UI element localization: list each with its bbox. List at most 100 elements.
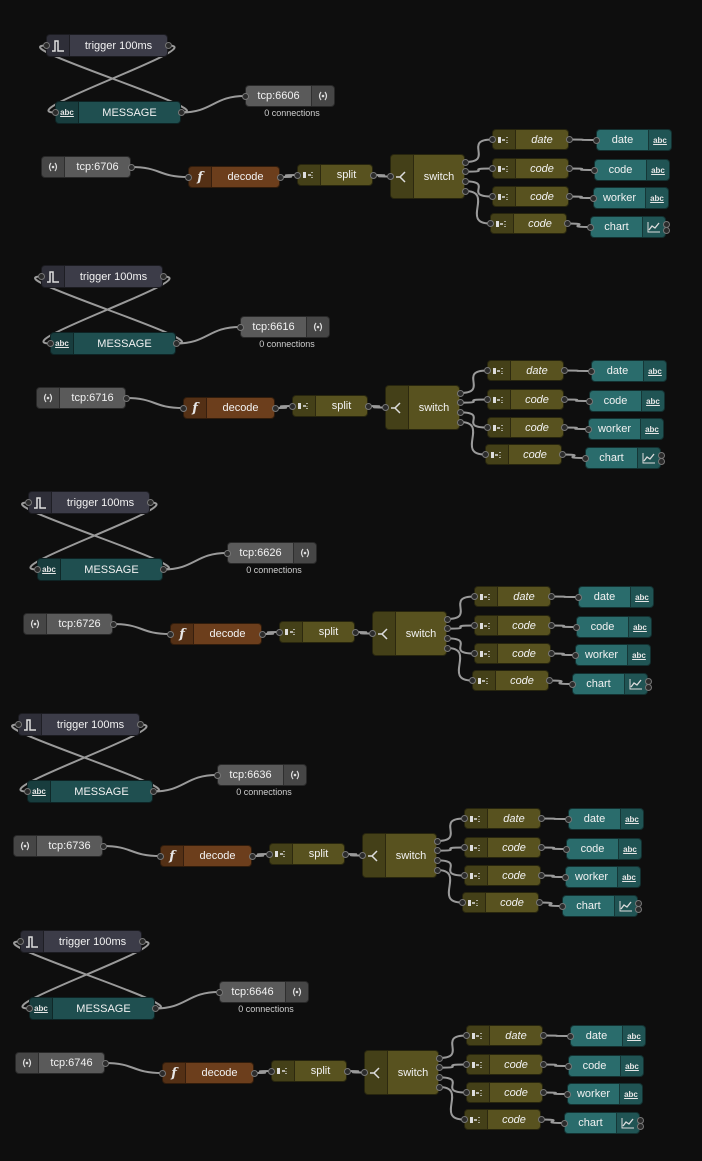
flow-group-2-trigger-node-output-port[interactable] bbox=[159, 273, 167, 280]
flow-group-5-wire-decode-split[interactable] bbox=[253, 1070, 272, 1074]
flow-group-1-change-node-4-input-port[interactable] bbox=[486, 220, 494, 227]
flow-group-5-wire-switch-change-1[interactable] bbox=[438, 1034, 467, 1059]
flow-group-3-tcp-input-node-output-port[interactable] bbox=[109, 620, 117, 628]
flow-group-5-change-node-1-input-port[interactable] bbox=[462, 1032, 470, 1039]
flow-group-5-wire-switch-change-2[interactable] bbox=[438, 1063, 467, 1069]
flow-group-4-change-node-4-input-port[interactable] bbox=[458, 899, 466, 906]
flow-group-3-switch-node-output-port[interactable] bbox=[443, 625, 451, 633]
flow-group-3-wire-decode-split[interactable] bbox=[261, 631, 280, 635]
flow-group-1-split-node[interactable]: split bbox=[297, 164, 373, 186]
flow-group-4-wire-input-decode[interactable] bbox=[102, 845, 161, 857]
flow-group-1-wire-switch-change-4[interactable] bbox=[464, 190, 491, 225]
flow-group-2-change-node-1-output-port[interactable] bbox=[560, 367, 568, 374]
flow-group-3-wire-switch-change-2[interactable] bbox=[446, 624, 475, 630]
flow-group-1-text-output-node-1-input-port[interactable] bbox=[592, 136, 600, 144]
flow-group-2-tcp-input-node[interactable]: tcp:6716 bbox=[36, 387, 126, 409]
flow-group-5-split-node[interactable]: split bbox=[271, 1060, 347, 1082]
flow-group-2-change-node-4-input-port[interactable] bbox=[481, 451, 489, 458]
flow-group-3-switch-node-output-port[interactable] bbox=[443, 644, 451, 652]
flow-group-2-change-node-3-output-port[interactable] bbox=[560, 424, 568, 431]
flow-group-4-change-node-2[interactable]: code bbox=[464, 837, 541, 858]
flow-group-2-split-node-input-port[interactable] bbox=[288, 402, 296, 410]
flow-group-1-wire-change-output-3[interactable] bbox=[568, 195, 594, 199]
flow-group-5-switch-node-output-port[interactable] bbox=[435, 1083, 443, 1091]
flow-group-4-trigger-node-output-port[interactable] bbox=[136, 721, 144, 728]
flow-group-1-split-node-output-port[interactable] bbox=[369, 171, 377, 179]
flow-group-5-wire-change-output-2[interactable] bbox=[542, 1063, 569, 1067]
flow-group-2-wire-change-output-2[interactable] bbox=[563, 398, 590, 402]
flow-group-4-tcp-server-node[interactable]: tcp:6636 bbox=[217, 764, 307, 786]
flow-group-3-wire-change-output-2[interactable] bbox=[550, 624, 577, 628]
flow-group-2-text-output-node-1-input-port[interactable] bbox=[587, 367, 595, 375]
flow-group-1-wire-change-output-2[interactable] bbox=[568, 167, 595, 171]
flow-group-3-message-node-output-port[interactable] bbox=[159, 566, 167, 573]
flow-group-2-change-node-4[interactable]: code bbox=[485, 444, 562, 465]
flow-group-5-text-output-node-1-input-port[interactable] bbox=[566, 1032, 574, 1040]
flow-group-1-switch-node-output-port[interactable] bbox=[461, 187, 469, 195]
flow-group-2-chart-output-node-4-output-port[interactable] bbox=[657, 457, 665, 465]
flow-group-3-chart-output-node-4-input-port[interactable] bbox=[568, 680, 576, 688]
flow-group-2-chart-output-node-4[interactable]: chart bbox=[585, 447, 661, 469]
flow-group-2-tcp-input-node-output-port[interactable] bbox=[122, 394, 130, 402]
flow-group-4-change-node-4-output-port[interactable] bbox=[535, 899, 543, 906]
flow-group-2-change-node-4-output-port[interactable] bbox=[558, 451, 566, 458]
flow-group-4-wire-switch-change-1[interactable] bbox=[436, 817, 465, 842]
flow-group-1-change-node-2-input-port[interactable] bbox=[488, 165, 496, 172]
flow-group-3-change-node-3-input-port[interactable] bbox=[470, 650, 478, 657]
flow-group-3-chart-output-node-4[interactable]: chart bbox=[572, 673, 648, 695]
flow-group-2-wire-switch-change-3[interactable] bbox=[459, 411, 488, 429]
flow-group-4-wire-message-tcp[interactable] bbox=[152, 774, 218, 793]
flow-group-1-switch-node-input-port[interactable] bbox=[386, 173, 394, 180]
flow-group-1-change-node-1[interactable]: date bbox=[492, 129, 569, 150]
flow-group-4-switch-node[interactable]: switch bbox=[362, 833, 437, 878]
flow-group-1-change-node-3-input-port[interactable] bbox=[488, 193, 496, 200]
flow-group-2-wire-input-decode[interactable] bbox=[125, 397, 184, 409]
flow-group-1-wire-message-tcp[interactable] bbox=[180, 95, 246, 114]
flow-group-4-change-node-1-output-port[interactable] bbox=[537, 815, 545, 822]
flow-group-1-decode-node-output-port[interactable] bbox=[276, 173, 284, 181]
flow-group-5-wire-input-decode[interactable] bbox=[104, 1062, 163, 1074]
flow-group-1-change-node-3-output-port[interactable] bbox=[565, 193, 573, 200]
flow-group-3-wire-change-output-3[interactable] bbox=[550, 652, 576, 656]
flow-group-3-change-node-1-output-port[interactable] bbox=[547, 593, 555, 600]
flow-group-5-change-node-1[interactable]: date bbox=[466, 1025, 543, 1046]
flow-group-1-chart-output-node-4-input-port[interactable] bbox=[586, 223, 594, 231]
flow-group-5-change-node-3-output-port[interactable] bbox=[539, 1089, 547, 1096]
flow-group-3-change-node-3[interactable]: code bbox=[474, 643, 551, 664]
flow-group-3-wire-change-output-1[interactable] bbox=[550, 595, 579, 598]
flow-group-2-change-node-3[interactable]: code bbox=[487, 417, 564, 438]
flow-group-2-wire-message-tcp[interactable] bbox=[175, 326, 241, 345]
flow-group-1-message-node-output-port[interactable] bbox=[177, 109, 185, 116]
flow-group-4-trigger-node[interactable]: trigger 100ms bbox=[18, 713, 140, 736]
flow-group-5-change-node-4-output-port[interactable] bbox=[537, 1116, 545, 1123]
flow-group-2-wire-change-output-4[interactable] bbox=[561, 453, 586, 459]
flow-group-3-decode-node-input-port[interactable] bbox=[166, 630, 174, 638]
flow-group-5-tcp-server-node[interactable]: tcp:6646 bbox=[219, 981, 309, 1003]
flow-group-3-trigger-node-output-port[interactable] bbox=[146, 499, 154, 506]
flow-group-5-wire-message-tcp[interactable] bbox=[154, 991, 220, 1010]
flow-group-4-tcp-server-node-input-port[interactable] bbox=[213, 771, 221, 779]
flow-group-2-trigger-node-input-port[interactable] bbox=[37, 273, 45, 280]
flow-group-4-change-node-4[interactable]: code bbox=[462, 892, 539, 913]
flow-group-3-split-node-output-port[interactable] bbox=[351, 628, 359, 636]
flow-group-2-text-output-node-3-input-port[interactable] bbox=[584, 425, 592, 433]
flow-group-1-wire-split-switch[interactable] bbox=[372, 174, 391, 178]
flow-group-1-split-node-input-port[interactable] bbox=[293, 171, 301, 179]
flow-group-4-text-output-node-3-input-port[interactable] bbox=[561, 873, 569, 881]
flow-group-2-wire-switch-change-2[interactable] bbox=[459, 398, 488, 404]
flow-group-4-change-node-2-output-port[interactable] bbox=[537, 844, 545, 851]
flow-group-5-split-node-input-port[interactable] bbox=[267, 1067, 275, 1075]
flow-group-1-change-node-2-output-port[interactable] bbox=[565, 165, 573, 172]
flow-group-3-change-node-2-input-port[interactable] bbox=[470, 622, 478, 629]
flow-group-4-switch-node-output-port[interactable] bbox=[433, 856, 441, 864]
flow-group-3-split-node[interactable]: split bbox=[279, 621, 355, 643]
flow-group-2-wire-change-output-1[interactable] bbox=[563, 369, 592, 372]
